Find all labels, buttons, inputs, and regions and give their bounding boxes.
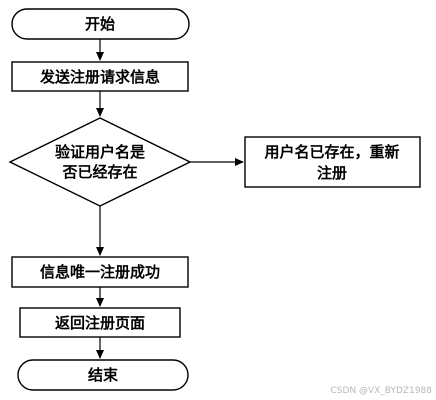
end-label: 结束 xyxy=(88,366,119,384)
return-page-label: 返回注册页面 xyxy=(55,314,145,332)
send-request-node: 发送注册请求信息 xyxy=(11,61,189,92)
unique-label: 信息唯一注册成功 xyxy=(40,263,160,281)
return-page-node: 返回注册页面 xyxy=(19,307,181,338)
decision-label-line1: 验证用户名是 xyxy=(55,143,146,161)
start-node: 开始 xyxy=(11,8,190,40)
send-request-label: 发送注册请求信息 xyxy=(39,68,160,86)
watermark: CSDN @VX_BYDZ1988 xyxy=(330,386,432,396)
username-exists-node: 用户名已存在，重新 注册 xyxy=(244,136,421,188)
start-label: 开始 xyxy=(85,15,115,33)
decision-node: 验证用户名是 否已经存在 xyxy=(8,117,192,207)
exists-label-line1: 用户名已存在，重新 xyxy=(264,143,399,161)
end-node: 结束 xyxy=(17,359,189,391)
unique-success-node: 信息唯一注册成功 xyxy=(11,256,189,288)
exists-label-line2: 注册 xyxy=(317,164,347,182)
decision-label-line2: 否已经存在 xyxy=(61,163,137,181)
